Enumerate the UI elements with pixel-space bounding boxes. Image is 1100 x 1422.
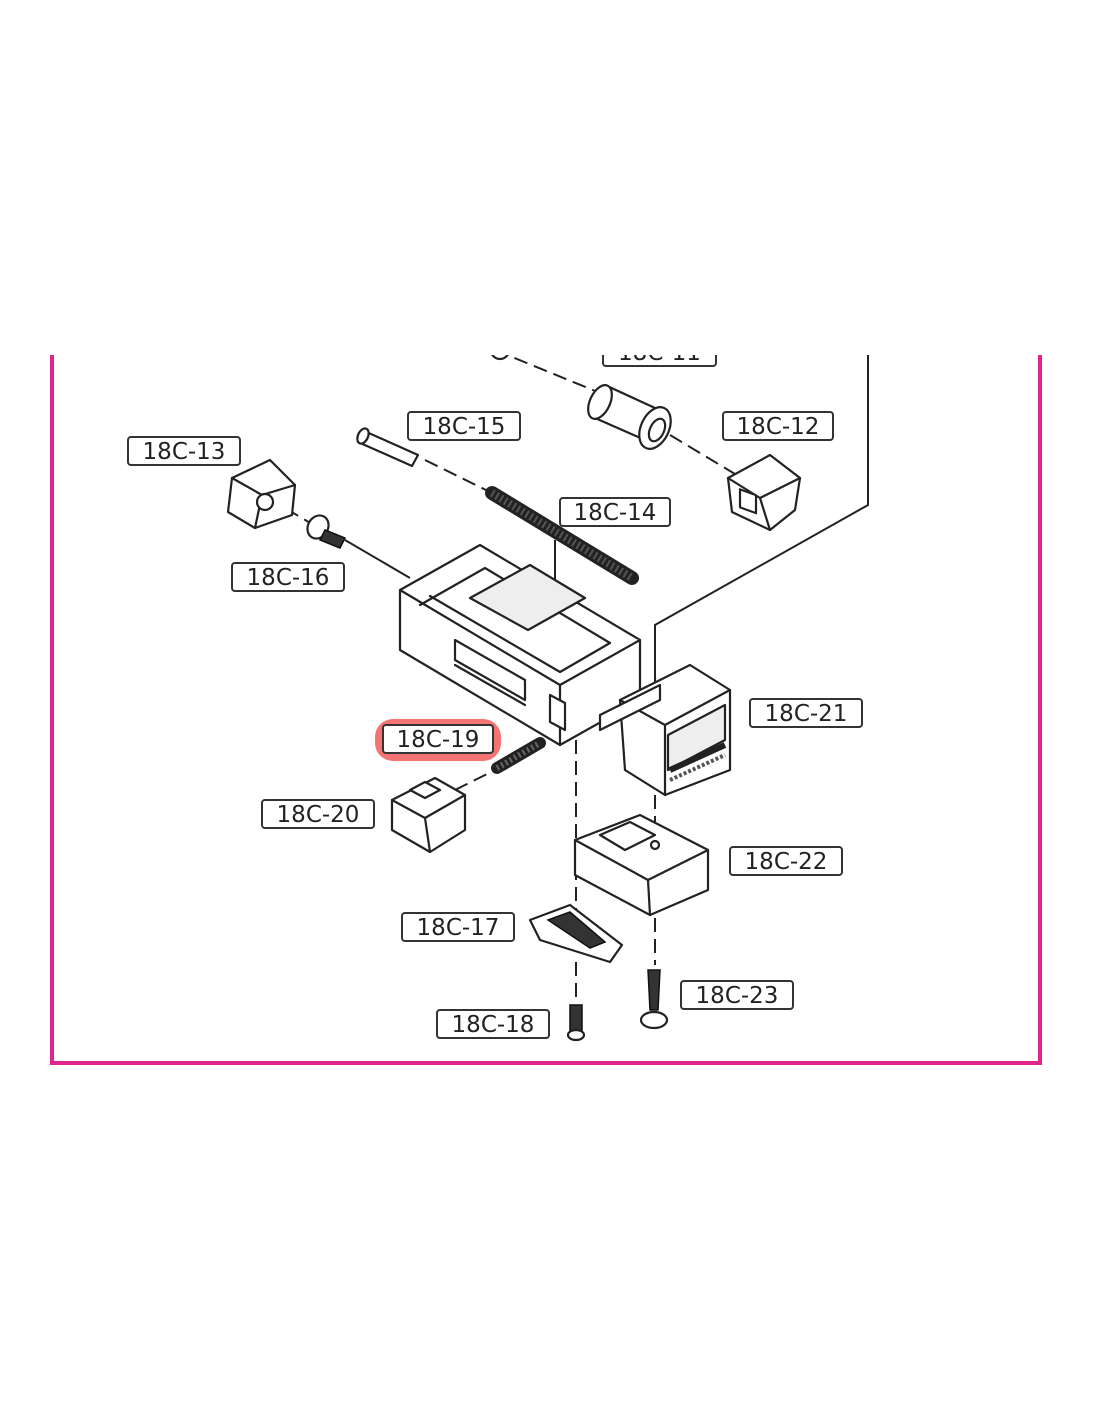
label-text: 18C-15 (423, 414, 506, 440)
label-18c-19: 18C-19 (375, 719, 501, 761)
label-18c-18: 18C-18 (436, 1009, 550, 1039)
label-18c-15: 18C-15 (407, 411, 521, 441)
label-box (436, 1009, 550, 1039)
leader-lines (267, 355, 869, 1000)
part-18c-12-drawing (726, 453, 802, 532)
label-18c-14: 18C-14 (559, 497, 671, 527)
part-18c-21-drawing (598, 663, 732, 797)
label-box (127, 436, 241, 466)
part-18c-20-drawing (390, 776, 467, 854)
label-text: 18C-11 (618, 340, 701, 366)
part-18c-14-drawing (485, 486, 639, 585)
label-box (231, 562, 345, 592)
label-box (602, 355, 717, 367)
part-18c-13-drawing (226, 458, 297, 530)
part-18c-18-drawing (566, 1004, 586, 1042)
label-box (559, 497, 671, 527)
label-18c-12: 18C-12 (722, 411, 834, 441)
label-18c-13: 18C-13 (127, 436, 241, 466)
diagram-content: 18C-11 18C-12 18C-13 18C-14 18C-15 18C-16 18C-… (127, 340, 869, 1042)
part-labels: 18C-11 18C-12 18C-13 18C-14 18C-15 18C-16 18C-… (127, 340, 863, 1039)
label-text: 18C-20 (277, 802, 360, 828)
part-cylinder-drawing (587, 383, 672, 450)
part-main-body-drawing (398, 543, 642, 747)
part-18c-17-drawing (528, 903, 624, 964)
label-18c-23: 18C-23 (680, 980, 794, 1010)
part-18c-23-drawing (639, 969, 669, 1030)
part-18c-16-drawing (306, 514, 347, 549)
label-18c-11: 18C-11 (602, 340, 717, 367)
label-text: 18C-18 (452, 1012, 535, 1038)
label-box (401, 912, 515, 942)
part-18c-15-drawing (356, 427, 420, 468)
part-18c-11-fragment (491, 355, 509, 361)
label-box (407, 411, 521, 441)
label-text: 18C-19 (397, 727, 480, 753)
label-box (749, 698, 863, 728)
label-18c-17: 18C-17 (401, 912, 515, 942)
label-box (729, 846, 843, 876)
diagram-frame (50, 355, 1042, 1065)
label-text: 18C-13 (143, 439, 226, 465)
label-18c-22: 18C-22 (729, 846, 843, 876)
label-box (382, 724, 494, 754)
label-text: 18C-12 (737, 414, 820, 440)
label-18c-16: 18C-16 (231, 562, 345, 592)
label-text: 18C-14 (574, 500, 657, 526)
label-box (722, 411, 834, 441)
label-text: 18C-16 (247, 565, 330, 591)
label-text: 18C-21 (765, 701, 848, 727)
part-18c-22-drawing (573, 813, 710, 917)
label-box (261, 799, 375, 829)
label-18c-21: 18C-21 (749, 698, 863, 728)
part-18c-19-drawing (491, 737, 546, 774)
label-box (680, 980, 794, 1010)
label-18c-20: 18C-20 (261, 799, 375, 829)
label-text: 18C-17 (417, 915, 500, 941)
label-text: 18C-22 (745, 849, 828, 875)
label-text: 18C-23 (696, 983, 779, 1009)
